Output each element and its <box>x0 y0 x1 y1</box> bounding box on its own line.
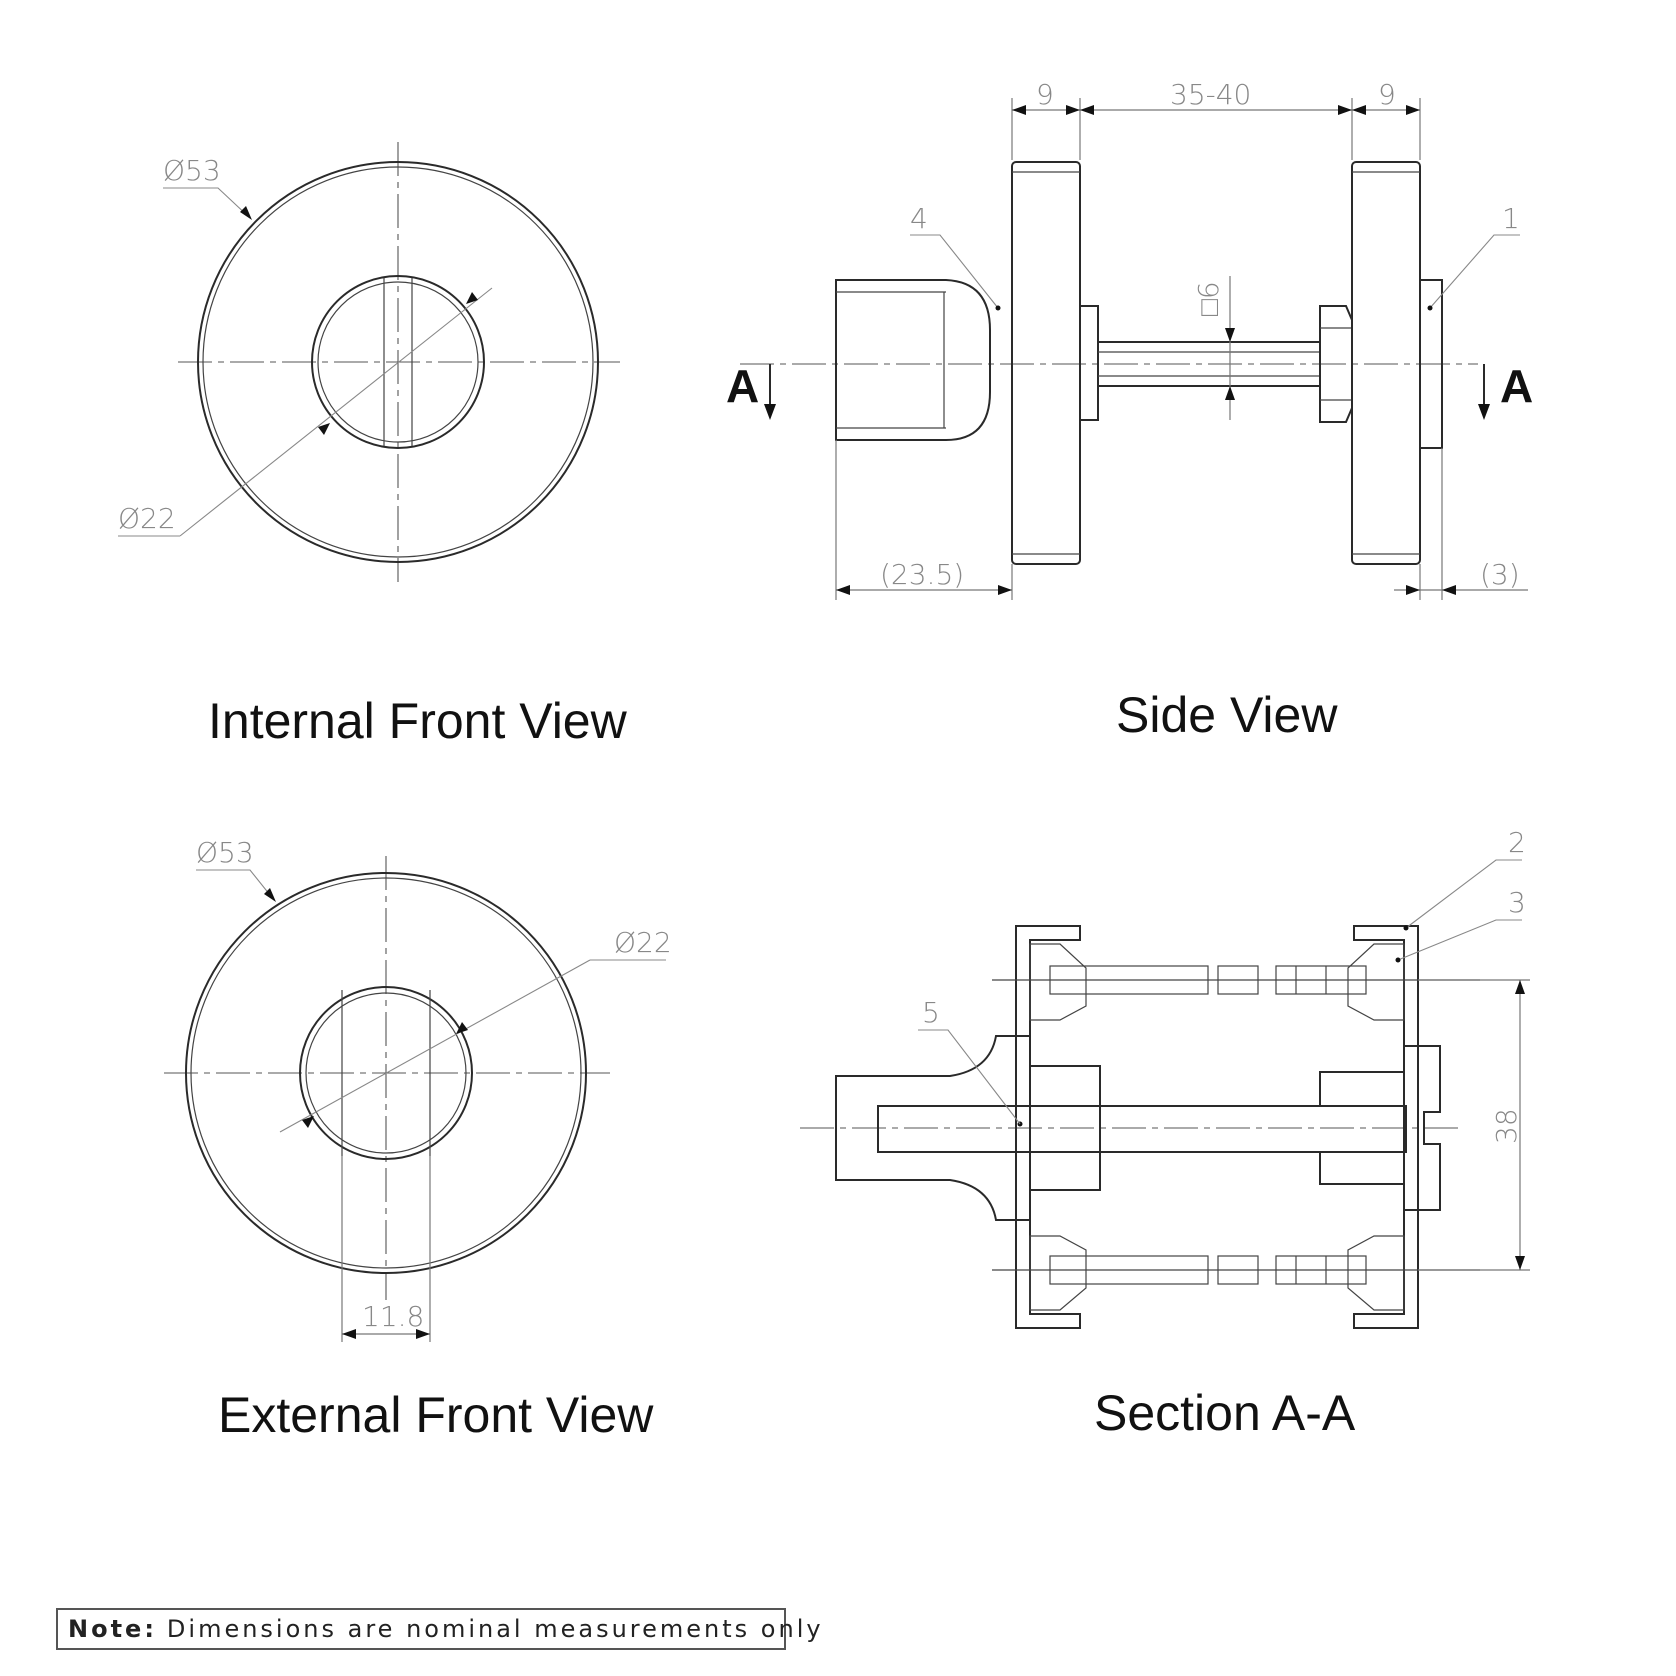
left-rose-profile <box>1011 161 1081 565</box>
external-front-view-title: External Front View <box>218 1387 654 1443</box>
part-label-4: 4 <box>910 202 928 235</box>
internal-front-view: Ø53 Ø22 Internal Front View <box>118 142 628 749</box>
note-label: Note: <box>68 1615 157 1643</box>
turn-knob-profile <box>835 279 991 441</box>
fixing-centres-dim: 38 <box>1490 1108 1523 1144</box>
note-box: Note: Dimensions are nominal measurement… <box>56 1608 821 1650</box>
external-front-view: 11.8 Ø53 Ø22 External Front View <box>164 836 672 1443</box>
part-label-2: 2 <box>1508 826 1526 859</box>
spindle-section <box>877 1105 1407 1153</box>
cap-overhang-dim: (3) <box>1480 558 1520 591</box>
turn-knob-section <box>835 1035 1101 1221</box>
internal-front-view-title: Internal Front View <box>208 693 628 749</box>
part-label-5: 5 <box>922 996 940 1029</box>
right-rose-thickness: 9 <box>1378 78 1396 111</box>
release-cap-section <box>1319 1045 1441 1211</box>
right-rose-section <box>1353 925 1419 1329</box>
door-thickness-range: 35-40 <box>1170 78 1251 111</box>
note-text: Dimensions are nominal measurements only <box>166 1615 824 1643</box>
slot-width-dim: 11.8 <box>362 1300 424 1333</box>
section-a-a-title: Section A-A <box>1094 1385 1356 1441</box>
outer-rose-circle <box>185 872 587 1274</box>
turn-knob-circle <box>311 275 485 449</box>
section-marker-right: A <box>1500 360 1533 412</box>
side-view: A A 9 <box>726 78 1533 743</box>
left-rose-thickness: 9 <box>1036 78 1054 111</box>
section-a-a: 38 2 3 5 Section A-A <box>800 826 1530 1441</box>
external-inner-diameter: Ø22 <box>614 926 672 959</box>
side-view-title: Side View <box>1116 687 1338 743</box>
part-label-1: 1 <box>1502 202 1520 235</box>
left-rose-section <box>1015 925 1081 1329</box>
section-marker-left: A <box>726 360 759 412</box>
part-label-3: 3 <box>1508 886 1526 919</box>
knob-overhang-dim: (23.5) <box>880 558 964 591</box>
outer-rose-circle <box>197 161 599 563</box>
spindle-square-size: □6 <box>1192 281 1225 316</box>
internal-inner-diameter: Ø22 <box>118 502 176 535</box>
internal-outer-diameter: Ø53 <box>163 154 221 187</box>
right-rose-profile <box>1351 161 1421 565</box>
emergency-release-circle <box>299 986 473 1160</box>
external-outer-diameter: Ø53 <box>196 836 254 869</box>
